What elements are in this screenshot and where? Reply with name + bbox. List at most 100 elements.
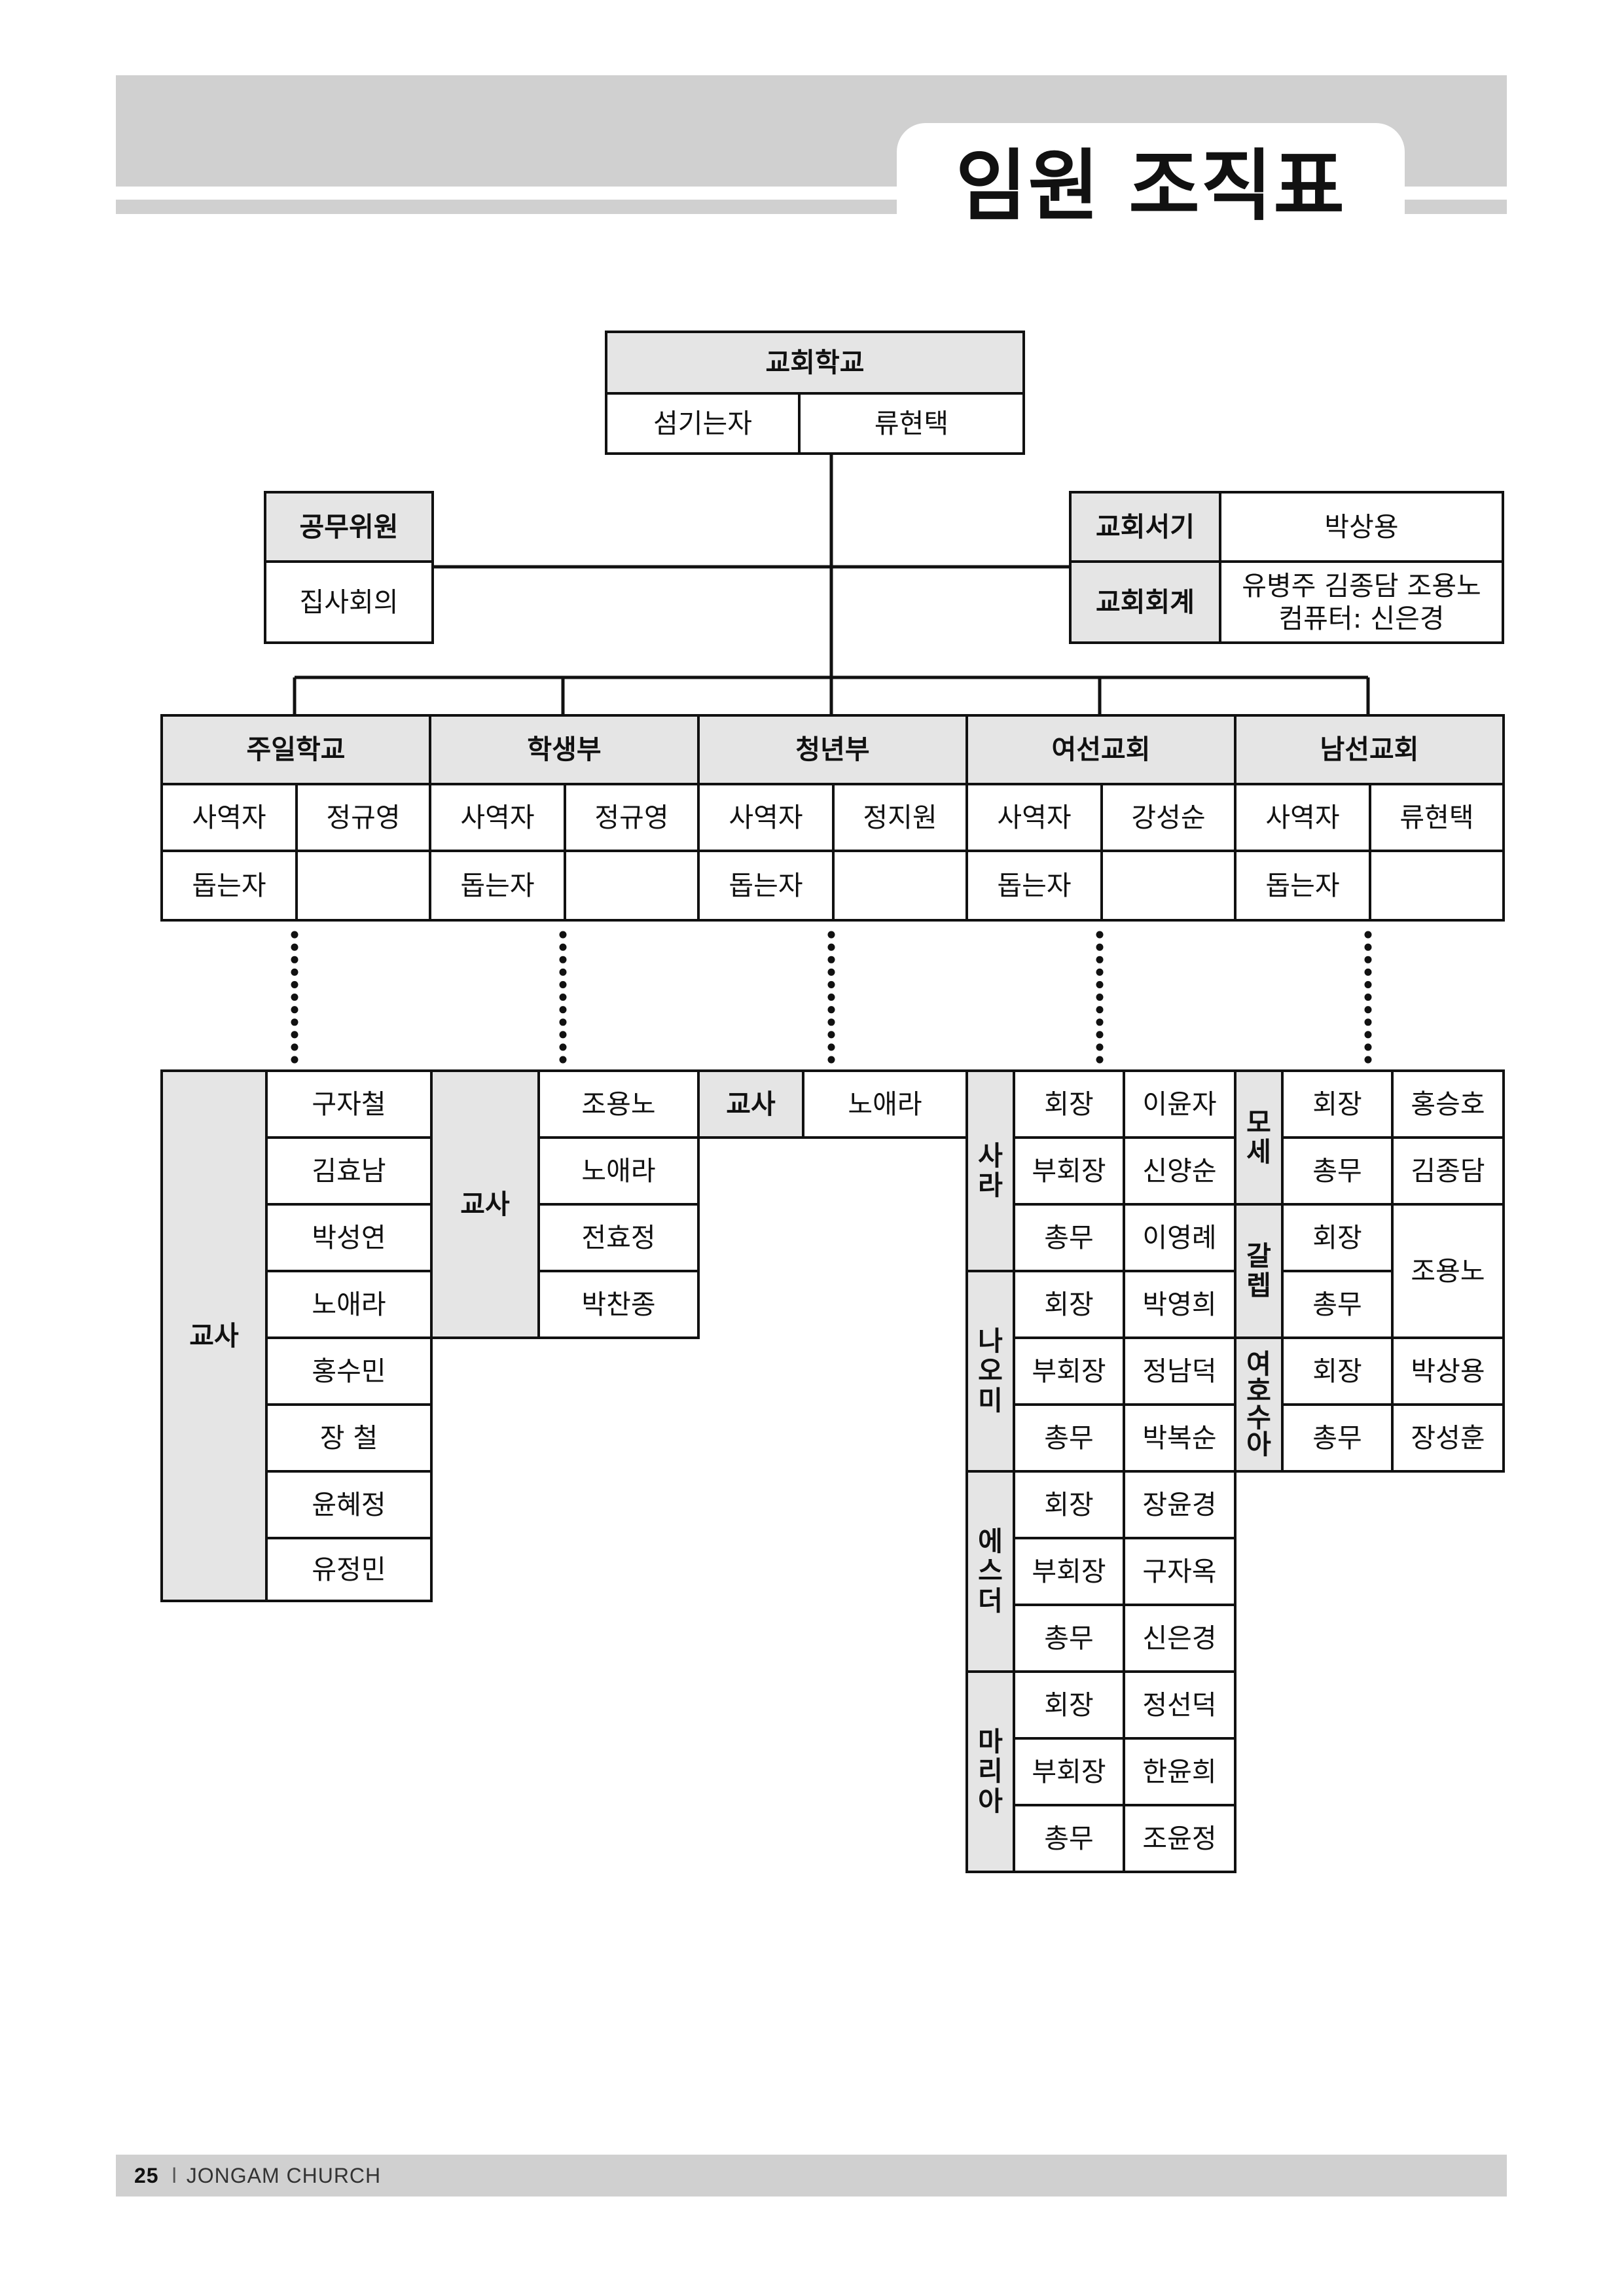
student-teacher-4: 박찬종: [537, 1270, 700, 1339]
women-naomi-role1: 회장: [1013, 1270, 1125, 1339]
treasurer-value: 유병주 김종담 조용노 컴퓨터: 신은경: [1219, 560, 1504, 644]
women-group-sara-char: 사: [978, 1139, 1003, 1172]
men-group-yehosua-char: 여: [1246, 1348, 1271, 1380]
women-naomi-person2: 정남덕: [1123, 1336, 1236, 1406]
clerk-label: 교회서기: [1069, 491, 1221, 563]
dept-student: 학생부: [429, 714, 700, 785]
dept-youth-person2: [832, 850, 968, 922]
women-maria-role3: 총무: [1013, 1804, 1125, 1873]
women-group-naomi-char: 나: [978, 1325, 1003, 1357]
men-mose-role1: 회장: [1281, 1069, 1394, 1139]
women-maria-person1: 정선덕: [1123, 1670, 1236, 1740]
sunday-teacher-4: 노애라: [265, 1270, 433, 1339]
dept-women: 여선교회: [965, 714, 1236, 785]
women-sara-person1: 이윤자: [1123, 1069, 1236, 1139]
women-maria-person2: 한윤희: [1123, 1737, 1236, 1806]
sunday-teacher-6: 장 철: [265, 1403, 433, 1473]
women-esther-role2: 부회장: [1013, 1537, 1125, 1606]
dept-sunday-role1: 사역자: [160, 783, 298, 852]
women-sara-person2: 신양순: [1123, 1136, 1236, 1206]
dept-youth-person1: 정지원: [832, 783, 968, 852]
footer-separator: l: [171, 2163, 177, 2187]
dept-women-person2: [1100, 850, 1236, 922]
men-galeb-role2: 총무: [1281, 1270, 1394, 1339]
men-group-yehosua: 여 호 수 아: [1234, 1336, 1284, 1473]
dept-youth-role2: 돕는자: [697, 850, 835, 922]
dept-women-role2: 돕는자: [965, 850, 1103, 922]
dept-student-person1: 정규영: [564, 783, 700, 852]
women-maria-role2: 부회장: [1013, 1737, 1125, 1806]
men-mose-person2: 김종담: [1391, 1136, 1505, 1206]
women-group-naomi-char: 미: [978, 1384, 1003, 1416]
youth-teacher-label: 교사: [697, 1069, 804, 1139]
women-sara-role2: 부회장: [1013, 1136, 1125, 1206]
sunday-teacher-7: 윤혜정: [265, 1470, 433, 1539]
men-group-mose-char: 세: [1246, 1136, 1271, 1168]
men-yehosua-role2: 총무: [1281, 1403, 1394, 1473]
men-group-galeb-char: 렙: [1246, 1270, 1271, 1301]
women-sara-role3: 총무: [1013, 1203, 1125, 1272]
women-group-sara-char: 라: [978, 1170, 1003, 1201]
men-yehosua-person2: 장성훈: [1391, 1403, 1505, 1473]
student-teacher-3: 전효정: [537, 1203, 700, 1272]
dept-student-role2: 돕는자: [429, 850, 566, 922]
footer-bar: 25 l JONGAM CHURCH: [116, 2155, 1507, 2197]
women-naomi-role2: 부회장: [1013, 1336, 1125, 1406]
top-title: 교회학교: [605, 331, 1025, 395]
student-teacher-2: 노애라: [537, 1136, 700, 1206]
dept-student-role1: 사역자: [429, 783, 566, 852]
women-esther-role1: 회장: [1013, 1470, 1125, 1539]
women-maria-person3: 조윤정: [1123, 1804, 1236, 1873]
women-sara-role1: 회장: [1013, 1069, 1125, 1139]
women-naomi-person1: 박영희: [1123, 1270, 1236, 1339]
title-tab: [897, 123, 1405, 221]
men-mose-person1: 홍승호: [1391, 1069, 1505, 1139]
women-esther-person1: 장윤경: [1123, 1470, 1236, 1539]
dept-sunday-school: 주일학교: [160, 714, 431, 785]
women-group-maria-char: 리: [978, 1755, 1003, 1787]
women-group-esther: 에 스 더: [965, 1470, 1015, 1673]
youth-teacher-1: 노애라: [802, 1069, 968, 1139]
gongmu-value: 집사회의: [264, 560, 434, 644]
dept-men-person2: [1369, 850, 1505, 922]
sunday-teacher-label: 교사: [160, 1069, 268, 1602]
men-group-mose: 모 세: [1234, 1069, 1284, 1206]
dept-women-person1: 강성순: [1100, 783, 1236, 852]
men-galeb-person: 조용노: [1391, 1203, 1505, 1339]
dept-student-person2: [564, 850, 700, 922]
treasurer-members: 유병주 김종담 조용노: [1242, 569, 1481, 601]
dept-men-role2: 돕는자: [1234, 850, 1371, 922]
women-group-maria: 마 리 아: [965, 1670, 1015, 1873]
treasurer-label: 교회회계: [1069, 560, 1221, 644]
page-title: 임원 조직표: [956, 140, 1346, 231]
women-esther-role3: 총무: [1013, 1604, 1125, 1673]
women-group-sara: 사 라: [965, 1069, 1015, 1272]
sunday-teacher-1: 구자철: [265, 1069, 433, 1139]
men-yehosua-role1: 회장: [1281, 1336, 1394, 1406]
women-group-maria-char: 아: [978, 1785, 1003, 1817]
men-group-galeb: 갈 렙: [1234, 1203, 1284, 1339]
men-yehosua-person1: 박상용: [1391, 1336, 1505, 1406]
women-esther-person2: 구자옥: [1123, 1537, 1236, 1606]
page-number: 25: [134, 2163, 159, 2187]
dept-men-role1: 사역자: [1234, 783, 1371, 852]
sunday-teacher-5: 홍수민: [265, 1336, 433, 1406]
women-esther-person3: 신은경: [1123, 1604, 1236, 1673]
women-sara-person3: 이영례: [1123, 1203, 1236, 1272]
dept-youth: 청년부: [697, 714, 968, 785]
women-group-naomi: 나 오 미: [965, 1270, 1015, 1473]
sunday-teacher-8: 유정민: [265, 1537, 433, 1602]
dept-youth-role1: 사역자: [697, 783, 835, 852]
dept-sunday-role2: 돕는자: [160, 850, 298, 922]
top-role: 섬기는자: [605, 392, 801, 455]
church-name: JONGAM CHURCH: [186, 2163, 382, 2187]
student-teacher-label: 교사: [430, 1069, 540, 1339]
gongmu-label: 공무위원: [264, 491, 434, 563]
men-mose-role2: 총무: [1281, 1136, 1394, 1206]
women-maria-role1: 회장: [1013, 1670, 1125, 1740]
dept-sunday-person1: 정규영: [295, 783, 431, 852]
sunday-teacher-2: 김효남: [265, 1136, 433, 1206]
dept-sunday-person2: [295, 850, 431, 922]
top-person: 류현택: [798, 392, 1025, 455]
